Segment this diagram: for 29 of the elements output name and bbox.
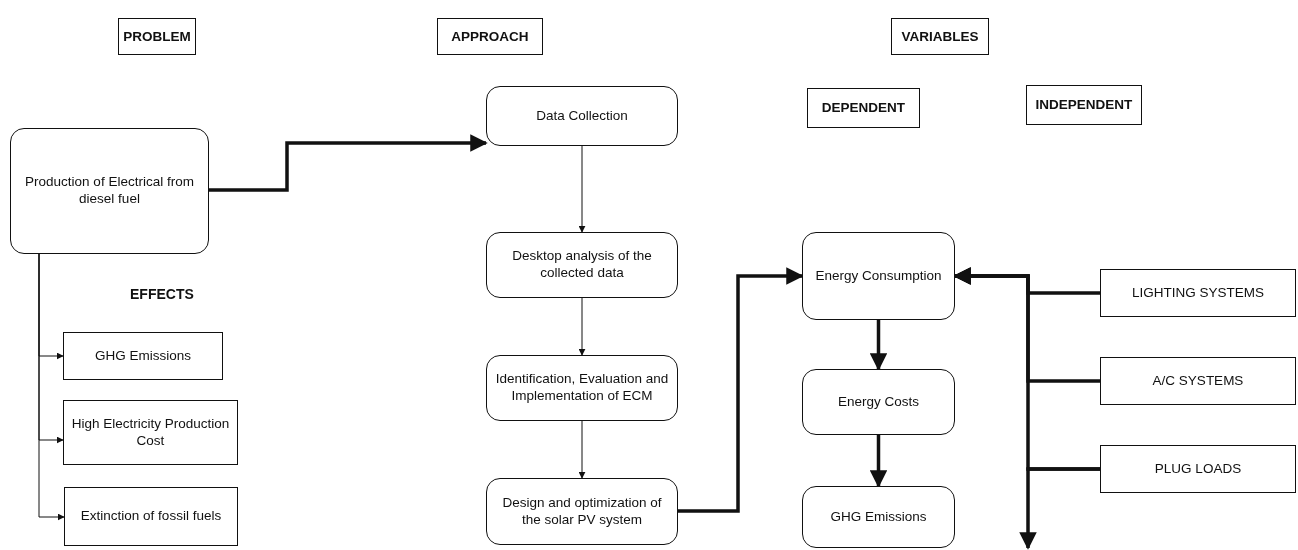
header-box: PROBLEM [118,18,196,55]
item-box: Extinction of fossil fuels [64,487,238,546]
connector-arrow [869,320,888,371]
header-box: APPROACH [437,18,543,55]
process-box: Production of Electrical from diesel fuel [10,128,209,254]
free-arrow [1019,467,1100,550]
process-box: Desktop analysis of the collected data [486,232,678,298]
item-box: LIGHTING SYSTEMS [1100,269,1296,317]
connector-arrow [578,297,586,356]
item-box: GHG Emissions [63,332,223,380]
connector-arrow [869,435,888,488]
process-box: Energy Costs [802,369,955,435]
connector-arrow [38,253,65,521]
connector-arrow [578,420,586,479]
process-box: Energy Consumption [802,232,955,320]
connector-arrow [678,267,804,513]
item-box: A/C SYSTEMS [1100,357,1296,405]
connector-arrow [209,134,488,192]
header-box: INDEPENDENT [1026,85,1142,125]
process-box: Design and optimization of the solar PV system [486,478,678,545]
section-label: EFFECTS [130,286,194,302]
item-box: High Electricity Production Cost [63,400,238,465]
process-box: GHG Emissions [802,486,955,548]
header-box: VARIABLES [891,18,989,55]
header-box: DEPENDENT [807,88,920,128]
process-box: Identification, Evaluation and Implementation of ECM [486,355,678,421]
item-box: PLUG LOADS [1100,445,1296,493]
process-box: Data Collection [486,86,678,146]
connector-arrow [578,145,586,233]
